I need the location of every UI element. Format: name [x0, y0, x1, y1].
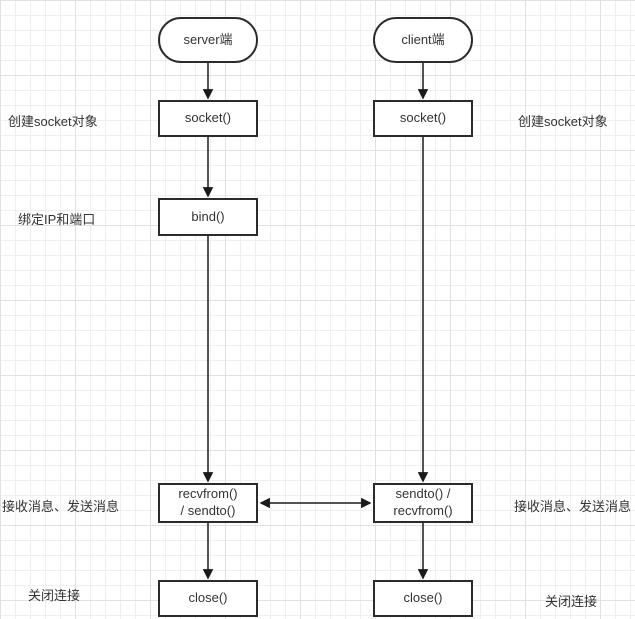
label-right-close-connection: 关闭连接	[545, 594, 598, 609]
label-left-bind-ip-port: 绑定IP和端口	[18, 212, 96, 227]
node-server-close: close()	[158, 580, 258, 617]
label-left-create-socket: 创建socket对象	[8, 114, 98, 129]
node-server-socket: socket()	[158, 100, 258, 137]
node-client-terminal: client端	[373, 17, 473, 63]
node-server-bind: bind()	[158, 198, 258, 236]
label-right-send-receive-messages: 接收消息、发送消息	[514, 499, 632, 514]
node-client-sendto-recvfrom: sendto() / recvfrom()	[373, 483, 473, 523]
node-server-recvfrom-sendto: recvfrom() / sendto()	[158, 483, 258, 523]
node-client-socket: socket()	[373, 100, 473, 137]
label-left-close-connection: 关闭连接	[28, 588, 81, 603]
node-server-terminal: server端	[158, 17, 258, 63]
label-left-send-receive-messages: 接收消息、发送消息	[2, 499, 120, 514]
node-client-close: close()	[373, 580, 473, 617]
label-right-create-socket: 创建socket对象	[518, 114, 608, 129]
